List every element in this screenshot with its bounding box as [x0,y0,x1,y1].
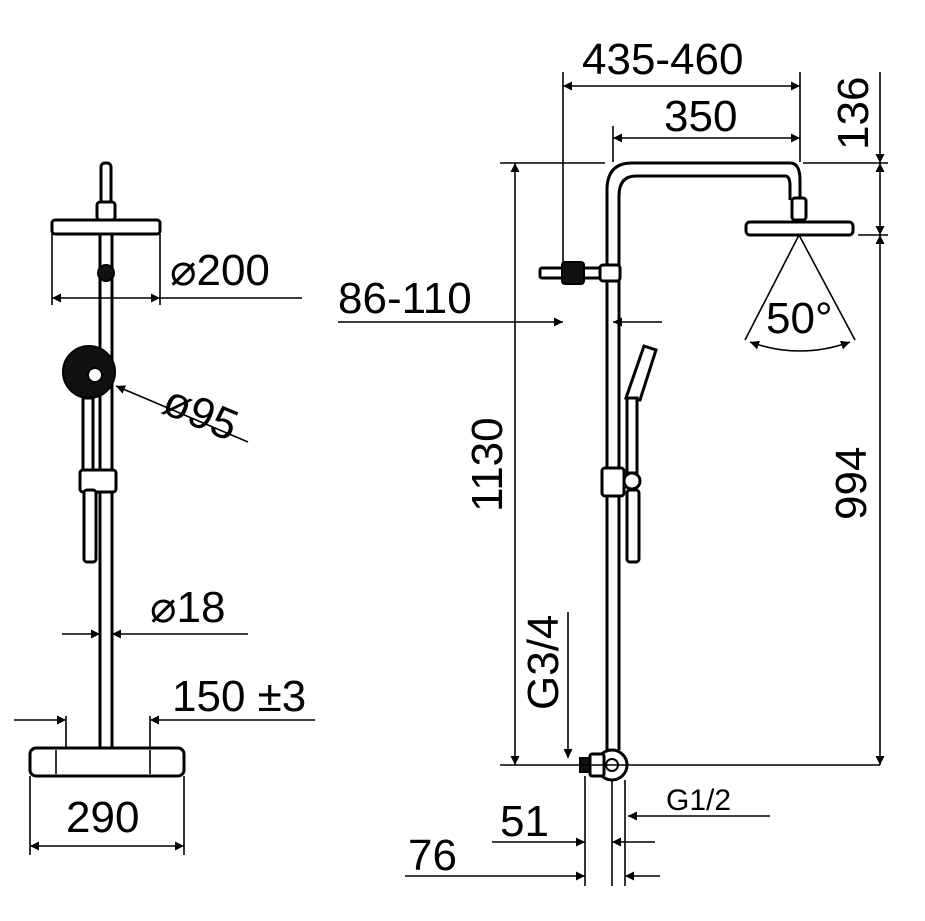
outlet-thread-side-label: G1/2 [666,784,731,817]
arm-length-label: 350 [664,92,737,141]
spray-angle-label: 50° [766,294,833,343]
mixer-width-label: 290 [66,793,139,842]
hand-shower-side [623,344,658,402]
head-shower-side [744,220,855,237]
shower-riser-arm [605,161,802,750]
head-offset-label: 136 [829,77,878,150]
top-connector [99,161,113,205]
inlet-spacing-label: 150 ±3 [172,672,306,721]
head-shower-front [50,218,162,236]
overall-height-label: 1130 [463,417,512,512]
outlet-thread-top-label: G3/4 [519,615,568,710]
front-view: ⌀200 ø95 ⌀18 150 ±3 290 [14,161,315,855]
wall-bracket-label: 86-110 [338,274,472,323]
rail-diameter-label: ⌀18 [150,583,225,632]
wall-bracket-knob [97,264,115,282]
arm-reach-label: 435-460 [582,35,743,84]
hand-shower-diameter-label: ø95 [156,376,245,451]
side-view: 50° 435-460 350 136 994 [338,35,888,886]
projection-small-label: 51 [500,797,549,846]
slider-front [78,468,118,494]
head-height-label: 994 [827,447,876,520]
thermostat-mixer-front [28,746,186,778]
projection-large-label: 76 [408,831,457,880]
slider-side [600,466,626,498]
head-diameter-label: ⌀200 [170,246,270,295]
